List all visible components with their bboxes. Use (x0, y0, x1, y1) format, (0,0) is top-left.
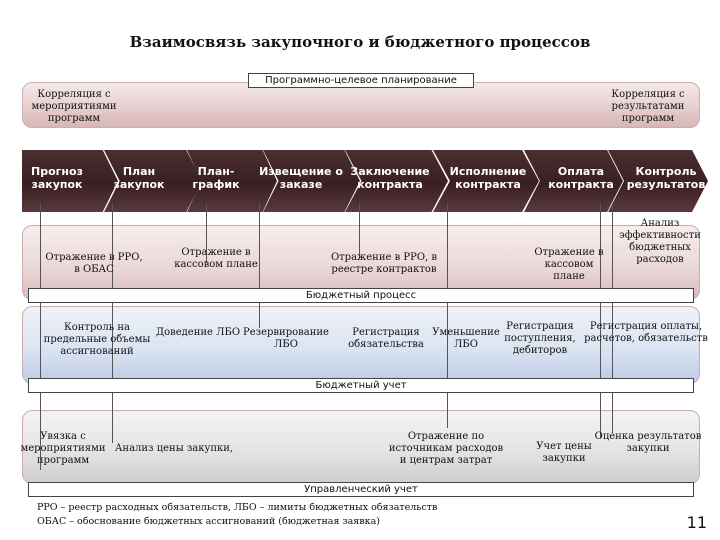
management-item: Увязка с мероприятиями программ (20, 431, 106, 466)
slide-title: Взаимосвязь закупочного и бюджетного про… (129, 33, 591, 51)
connector-line (359, 203, 360, 258)
connector-line (206, 203, 207, 263)
management-accounting-band (22, 410, 700, 484)
connector-line (112, 203, 113, 443)
step-conclusion-label: Заключение контракта (350, 165, 430, 191)
step-schedule-label: План-график (192, 165, 240, 191)
budget-accounting-band (22, 306, 700, 384)
connector-line (600, 203, 601, 438)
connector-line (447, 203, 448, 428)
page-number: 11 (686, 513, 707, 532)
connector-line (259, 203, 260, 328)
step-payment-label: Оплата контракта (548, 165, 614, 191)
step-forecast-label: Прогноз закупок (31, 165, 83, 191)
budget-item: Анализ эффективности бюджетных расходов (619, 218, 701, 265)
step-plan-label: План закупок (113, 165, 165, 191)
accounting-item: Резервирование ЛБО (243, 327, 329, 350)
correlation-results-text: Корреляция с результатами программ (611, 89, 685, 124)
program-planning-label: Программно-целевое планирование (248, 73, 474, 88)
step-control-label: Контроль результатов (626, 165, 706, 191)
budget-process-band (22, 225, 700, 300)
budget-process-label: Бюджетный процесс (28, 288, 694, 303)
connector-line (40, 203, 41, 470)
correlation-activities-text: Корреляция с мероприятиями программ (31, 89, 117, 124)
process-step-chevron (345, 150, 448, 212)
process-step-chevron (524, 150, 623, 212)
step-notice-label: Извещение о заказе (259, 165, 343, 191)
management-item: Учет цены закупки (536, 441, 592, 464)
process-step-chevron (22, 150, 118, 212)
budget-item: Отражение в РРО, в реестре контрактов (330, 252, 438, 275)
budget-item: Отражение в кассовом плане (534, 247, 604, 282)
accounting-item: Регистрация оплаты, расчетов, обязательс… (584, 321, 708, 344)
budget-accounting-label: Бюджетный учет (28, 378, 694, 393)
accounting-item: Доведение ЛБО (155, 327, 241, 338)
accounting-item: Регистрация обязательства (348, 327, 424, 350)
management-item: Анализ цены закупки, (114, 443, 234, 454)
management-item: Оценка результатов закупки (594, 431, 702, 454)
accounting-item: Регистрация поступления, дебиторов (504, 321, 576, 356)
process-step-chevron (187, 150, 277, 212)
footnote: РРО – реестр расходных обязательств, ЛБО… (37, 502, 438, 513)
management-item: Отражение по источникам расходов и центр… (388, 431, 504, 466)
process-step-chevron (433, 150, 539, 212)
budget-item: Отражение в РРО, в ОБАС (45, 252, 143, 275)
process-step-chevron (608, 150, 708, 212)
management-accounting-label: Управленческий учет (28, 482, 694, 497)
budget-item: Отражение в кассовом плане (174, 247, 258, 270)
step-execution-label: Исполнение контракта (449, 165, 527, 191)
process-step-chevron (263, 150, 360, 212)
accounting-item: Уменьшение ЛБО (432, 327, 500, 350)
connector-line (612, 203, 613, 433)
accounting-item: Контроль на предельные объемы ассигнован… (43, 322, 151, 357)
process-step-chevron (104, 150, 202, 212)
footnote: ОБАС – обоснование бюджетных ассигновани… (37, 516, 380, 527)
